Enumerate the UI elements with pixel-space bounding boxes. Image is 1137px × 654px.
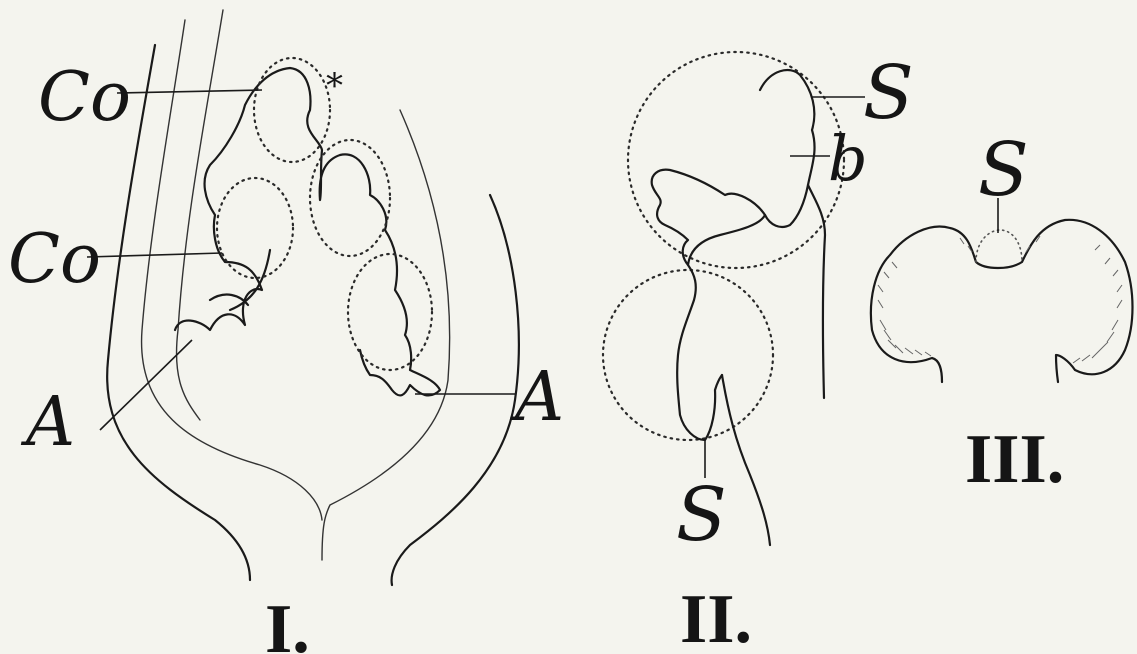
panel-1-inner-right-wall	[322, 110, 450, 560]
label-a-right: A	[509, 358, 564, 437]
label-asterisk: *	[326, 66, 343, 106]
panel-2-dotted-cell-upper	[628, 52, 844, 268]
label-b-fig2: b	[828, 122, 868, 195]
panel-3-drawing	[871, 198, 1133, 382]
label-co-lower: Co	[8, 220, 101, 299]
panel-1-numeral: I.	[265, 591, 310, 654]
label-a-left: A	[20, 383, 75, 462]
panel-1-inner-left-wall	[142, 20, 322, 520]
label-s-fig2-bottom: S	[676, 472, 727, 558]
panel-2-dotted-cell-lower	[603, 270, 773, 440]
panel-2-tissue-left-lobes	[652, 170, 765, 265]
panel-1-outer-right-wall	[392, 195, 519, 585]
panel-1-drawing	[87, 10, 519, 585]
panel-3-central-cell	[976, 230, 1022, 262]
panel-1-tissue-outline	[175, 68, 440, 395]
panel-1-dotted-cell-top	[254, 58, 330, 162]
panel-2-drawing	[603, 52, 865, 545]
label-s-fig2-top: S	[863, 50, 914, 136]
panel-2-right-stem	[808, 185, 825, 398]
panel-1-tissue-notch	[210, 250, 270, 310]
panel-2-lower-stem	[722, 375, 770, 545]
label-co-upper: Co	[38, 58, 131, 137]
panel-1-leader-co-upper	[117, 90, 262, 93]
panel-3-outline	[871, 220, 1133, 382]
panel-3-numeral: III.	[965, 421, 1064, 498]
panel-1-leader-co-lower	[87, 253, 222, 257]
panel-1-leader-a-left	[100, 340, 192, 430]
label-s-fig3: S	[978, 127, 1029, 213]
panel-2-tissue-outline	[677, 70, 814, 440]
panel-3-shading	[878, 236, 1122, 363]
panel-2-numeral: II.	[680, 581, 752, 654]
